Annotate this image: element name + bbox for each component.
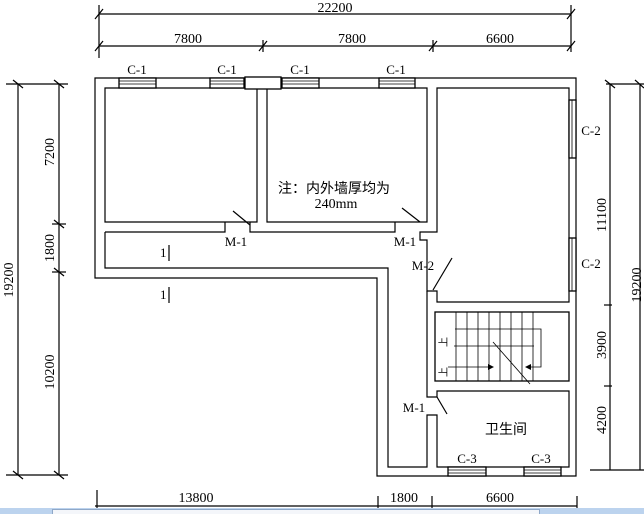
dim-top-1: 7800	[174, 32, 202, 47]
dim-bottom-2: 1800	[390, 491, 418, 506]
label-c1: C-1	[217, 62, 237, 77]
door-swing-m1	[436, 396, 448, 415]
label-c3: C-3	[457, 451, 477, 466]
door-swing-m1	[232, 210, 251, 226]
dim-right-3: 4200	[595, 406, 610, 434]
dim-right-1: 11100	[595, 198, 610, 232]
stair-arrow-head	[525, 364, 531, 370]
dim-right-total: 19200	[630, 268, 644, 303]
window-c2	[568, 99, 577, 159]
windows: C-1 C-1 C-1 C-1 C-2 C-2 C-3 C-3	[118, 62, 601, 477]
staircase: 上 上	[438, 312, 542, 385]
doors: M-1 M-1 M-2 M-1	[225, 207, 453, 415]
window-c3	[447, 466, 487, 477]
window-c1	[118, 77, 157, 89]
door-swing-m2	[432, 257, 453, 291]
label-m1: M-1	[225, 234, 247, 249]
label-c1: C-1	[290, 62, 310, 77]
note-line2: 240mm	[315, 197, 358, 212]
bottom-toolbar-field[interactable]	[52, 509, 540, 514]
dim-top-3: 6600	[486, 32, 514, 47]
bottom-dimensions: 13800 1800 6600	[95, 490, 578, 508]
label-m1: M-1	[394, 234, 416, 249]
dim-left-2: 1800	[43, 234, 58, 262]
section-mark: 1	[160, 245, 170, 261]
door-swing-m1	[401, 207, 421, 223]
room-label-bathroom: 卫生间	[485, 422, 527, 438]
top-dimensions: 22200 7800 7800 6600	[94, 1, 576, 58]
label-c1: C-1	[127, 62, 147, 77]
label-c3: C-3	[531, 451, 551, 466]
label-m1: M-1	[403, 400, 425, 415]
note-line1: 注：内外墙厚均为	[278, 181, 390, 197]
label-c1: C-1	[386, 62, 406, 77]
stair-up-label: 上	[438, 367, 450, 377]
dim-top-total: 22200	[318, 1, 353, 16]
label-c2: C-2	[581, 256, 601, 271]
dim-left-total: 19200	[2, 263, 17, 298]
dim-left-1: 7200	[43, 138, 58, 166]
label-m2: M-2	[412, 258, 434, 273]
dim-bottom-3: 6600	[486, 491, 514, 506]
dim-left-3: 10200	[43, 355, 58, 390]
section-mark-label: 1	[160, 245, 167, 260]
label-c2: C-2	[581, 123, 601, 138]
dim-top-2: 7800	[338, 32, 366, 47]
window-c1	[209, 77, 245, 89]
wall-column	[244, 76, 282, 90]
walls	[94, 77, 577, 477]
dim-bottom-1: 13800	[179, 491, 214, 506]
right-dimensions: 11100 3900 4200 19200	[590, 79, 644, 471]
window-c3	[523, 466, 562, 477]
section-mark-label: 1	[160, 287, 167, 302]
stair-arrow-head	[488, 364, 494, 370]
section-mark: 1	[160, 287, 170, 303]
window-c1	[281, 77, 320, 89]
window-c1	[378, 77, 416, 89]
stair-up-label: 上	[438, 337, 450, 347]
left-dimensions: 19200 7200 1800 10200	[2, 79, 68, 480]
dim-right-2: 3900	[595, 331, 610, 359]
window-c2	[568, 237, 577, 292]
